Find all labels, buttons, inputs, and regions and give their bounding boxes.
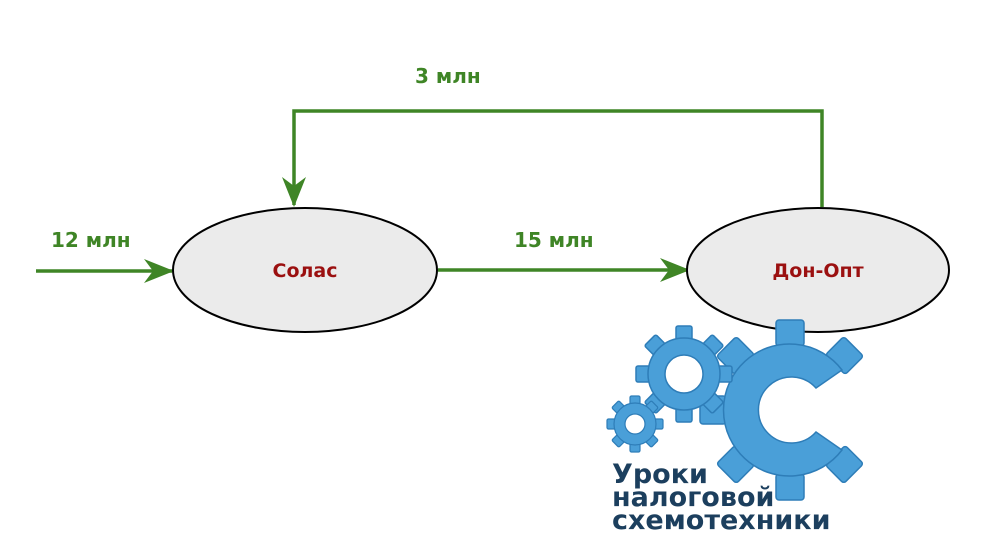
logo-text: Уроки налоговой схемотехники bbox=[612, 459, 831, 536]
node-solas-label: Солас bbox=[273, 260, 338, 282]
small-gear-icon bbox=[606, 395, 664, 453]
big-gear-icon bbox=[699, 319, 864, 501]
logo-line-3: схемотехники bbox=[612, 505, 831, 536]
incoming-flow-label: 12 млн bbox=[51, 228, 131, 252]
solas-to-donopt-flow-label: 15 млн bbox=[514, 228, 594, 252]
donopt-to-solas-arrow bbox=[282, 109, 824, 207]
logo-line-1: Уроки bbox=[612, 459, 708, 490]
node-donopt: Дон-Опт bbox=[686, 207, 950, 333]
donopt-to-solas-flow-label: 3 млн bbox=[415, 64, 481, 88]
logo-line-2: налоговой bbox=[612, 482, 774, 513]
node-donopt-shape bbox=[686, 207, 950, 333]
gears-logo-icon bbox=[606, 319, 864, 501]
node-solas-shape bbox=[172, 207, 438, 333]
medium-gear-icon bbox=[635, 325, 733, 423]
node-donopt-label: Дон-Опт bbox=[772, 260, 863, 282]
arrows bbox=[36, 109, 824, 283]
node-solas: Солас bbox=[172, 207, 438, 333]
